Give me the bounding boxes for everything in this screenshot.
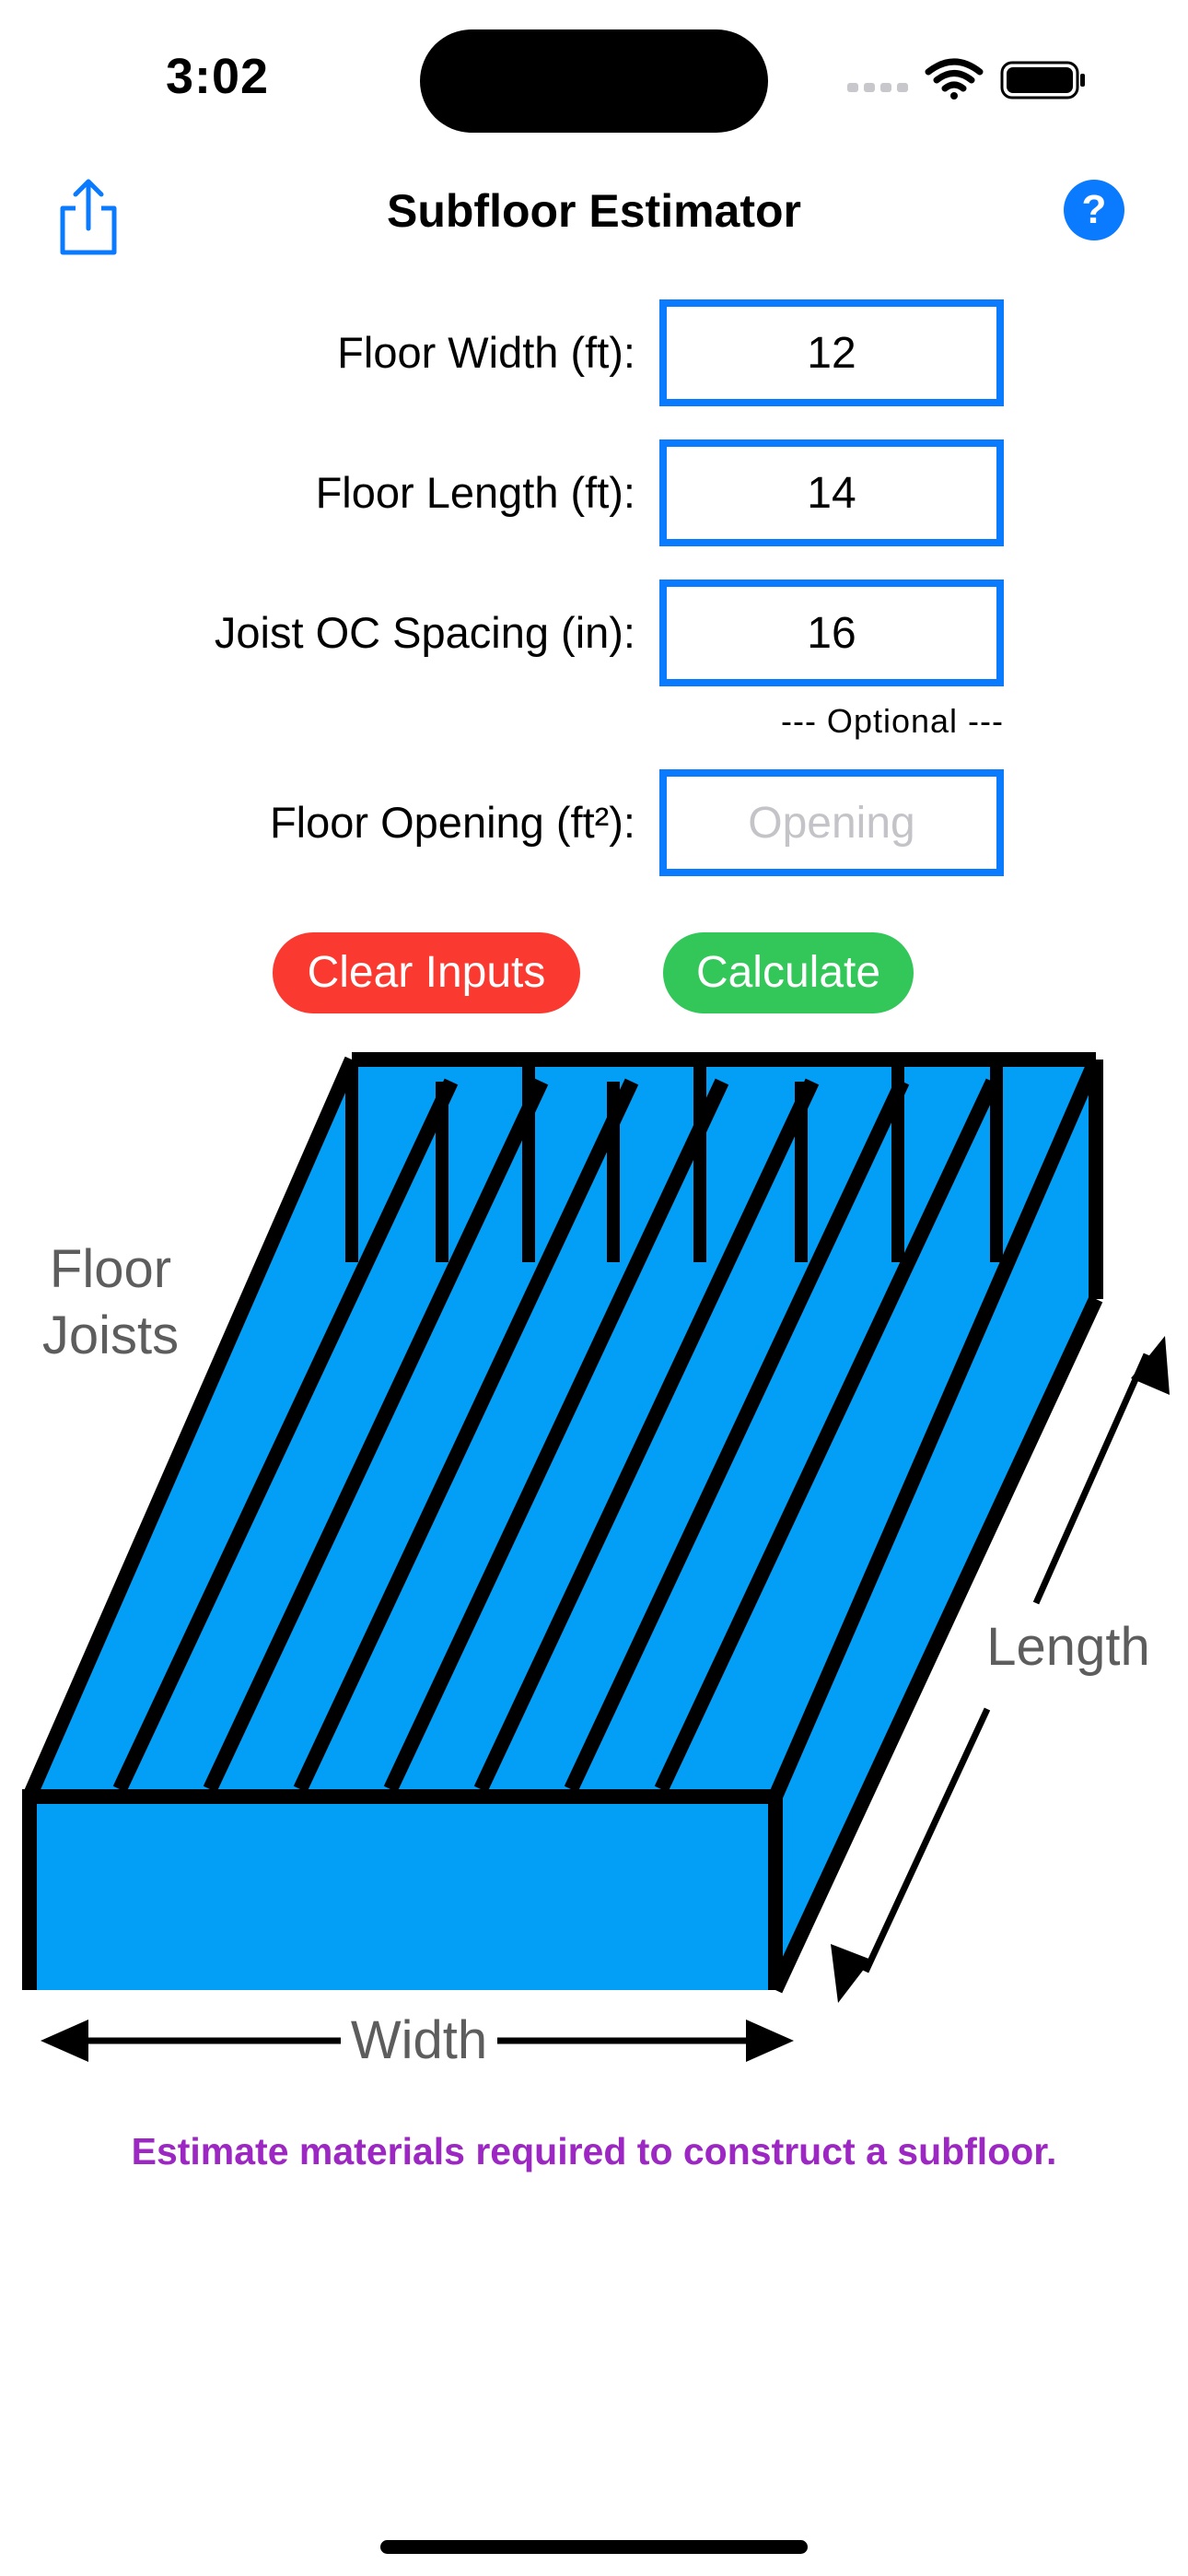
page-title: Subfloor Estimator bbox=[386, 185, 802, 237]
dynamic-island bbox=[420, 29, 768, 133]
home-indicator[interactable] bbox=[380, 2540, 808, 2554]
subfloor-diagram: Floor Joists Length Width bbox=[0, 1041, 1188, 2073]
calculate-button[interactable]: Calculate bbox=[663, 932, 914, 1013]
signal-icon bbox=[847, 83, 908, 92]
share-icon bbox=[60, 179, 117, 255]
floor-width-label: Floor Width (ft): bbox=[337, 328, 635, 377]
navigation-bar: Subfloor Estimator ? bbox=[0, 166, 1188, 258]
clear-inputs-button[interactable]: Clear Inputs bbox=[273, 932, 580, 1013]
floor-width-input[interactable] bbox=[659, 299, 1004, 406]
floor-opening-label: Floor Opening (ft²): bbox=[269, 798, 635, 847]
joist-spacing-input[interactable] bbox=[659, 580, 1004, 686]
floor-outline bbox=[22, 1052, 1103, 1994]
floor-joists-label: Floor Joists bbox=[41, 1239, 180, 1365]
floor-width-row: Floor Width (ft): bbox=[0, 299, 1188, 406]
floor-opening-row: Floor Opening (ft²): bbox=[0, 769, 1188, 876]
floor-length-label: Floor Length (ft): bbox=[315, 468, 635, 517]
status-time: 3:02 bbox=[166, 49, 270, 104]
length-arrow bbox=[831, 1336, 1170, 2003]
floor-side-face bbox=[775, 1060, 1096, 1990]
joist-spacing-row: Joist OC Spacing (in): bbox=[0, 580, 1188, 686]
floor-front-face bbox=[29, 1797, 775, 1990]
width-label: Width bbox=[350, 2010, 488, 2070]
width-arrow bbox=[41, 2020, 794, 2062]
floor-joists bbox=[112, 1078, 1000, 1793]
help-icon: ? bbox=[1081, 187, 1107, 232]
battery-icon bbox=[1000, 61, 1085, 100]
joist-ends bbox=[345, 1060, 1003, 1262]
length-label: Length bbox=[986, 1617, 1150, 1677]
floor-length-row: Floor Length (ft): bbox=[0, 439, 1188, 546]
wifi-icon bbox=[925, 58, 984, 100]
subfloor-illustration bbox=[22, 1052, 1170, 2062]
help-button[interactable]: ? bbox=[1064, 180, 1124, 240]
app-description: Estimate materials required to construct… bbox=[131, 2130, 1057, 2172]
share-button[interactable] bbox=[57, 179, 120, 258]
joist-spacing-label: Joist OC Spacing (in): bbox=[214, 608, 635, 657]
status-bar: 3:02 bbox=[0, 0, 1188, 157]
optional-note: --- Optional --- bbox=[780, 702, 1004, 740]
floor-length-input[interactable] bbox=[659, 439, 1004, 546]
floor-opening-input[interactable] bbox=[659, 769, 1004, 876]
status-icons bbox=[847, 58, 1085, 100]
